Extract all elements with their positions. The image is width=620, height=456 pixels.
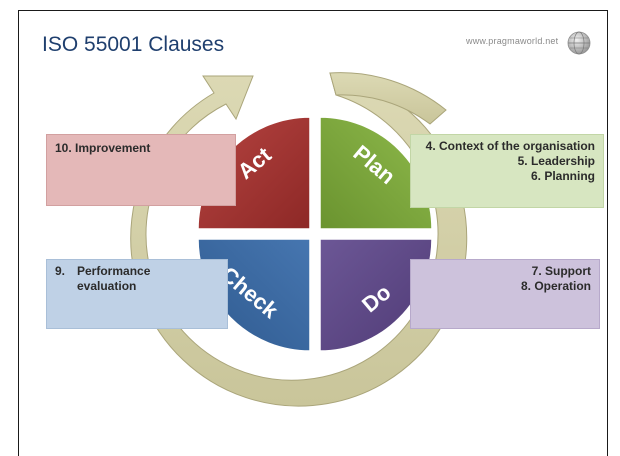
clause-line: 8. Operation: [520, 279, 591, 293]
clause-line: 7. Support: [531, 264, 591, 278]
clause-line: Performance: [77, 264, 151, 278]
clause-number: 9.: [55, 264, 66, 278]
clause-line: 5. Leadership: [517, 154, 595, 168]
clause-line: 10. Improvement: [55, 141, 151, 155]
clause-box-act: 10. Improvement: [46, 134, 236, 206]
quadrant-do: [319, 238, 433, 352]
cycle-arrow-right: [329, 72, 447, 125]
clause-box-check: 9. Performance evaluation: [46, 259, 228, 329]
page-title: ISO 55001 Clauses: [42, 33, 225, 56]
quadrant-plan: [319, 116, 433, 230]
clause-line: 6. Planning: [530, 169, 595, 183]
clause-line: evaluation: [77, 279, 137, 293]
globe-logo-icon: [567, 31, 591, 55]
clause-line: 4. Context of the organisation: [425, 139, 595, 153]
brand-url: www.pragmaworld.net: [466, 36, 559, 46]
clause-box-plan: 4. Context of the organisation 5. Leader…: [410, 134, 604, 208]
clause-box-do: 7. Support 8. Operation: [410, 259, 600, 329]
